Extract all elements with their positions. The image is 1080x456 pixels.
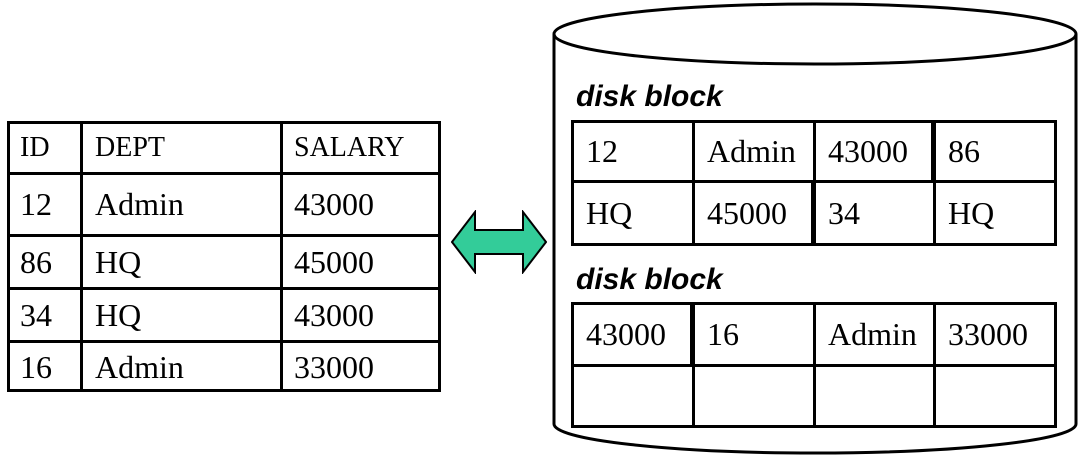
cell-id: 86 <box>10 237 83 287</box>
table-row: 16 Admin 33000 <box>10 343 438 392</box>
relation-table: ID DEPT SALARY 12 Admin 43000 86 HQ 4500… <box>7 121 441 392</box>
record-field: 43000 <box>816 123 936 180</box>
cell-salary: 45000 <box>294 243 374 280</box>
record-field: 34 <box>816 183 936 243</box>
row-divider <box>10 172 438 175</box>
record-field: 16 <box>695 305 816 364</box>
disk-block-row <box>574 367 1054 425</box>
cell-id: 12 <box>10 175 83 234</box>
cell-salary: 33000 <box>294 349 374 385</box>
record-field: Admin <box>816 305 936 364</box>
table-row: 34 HQ 43000 <box>10 290 438 340</box>
table-row: 86 HQ 45000 <box>10 237 438 287</box>
column-header-dept: DEPT <box>83 124 283 172</box>
disk-block-title: disk block <box>576 80 723 113</box>
record-field: HQ <box>574 183 695 243</box>
cell-id: 34 <box>10 290 83 340</box>
cell-salary: 43000 <box>294 296 374 333</box>
row-divider <box>10 287 438 290</box>
disk-block-row: 12 Admin 43000 86 <box>574 123 1054 183</box>
record-field-empty <box>816 367 936 425</box>
table-header-row: ID DEPT SALARY <box>10 124 438 172</box>
record-field: 12 <box>574 123 695 180</box>
disk-block-row: HQ 45000 34 HQ <box>574 183 1054 243</box>
row-divider <box>10 234 438 237</box>
column-header-salary: SALARY <box>294 132 405 163</box>
record-field: 43000 <box>574 305 695 364</box>
record-field-empty <box>695 367 816 425</box>
double-arrow-icon <box>451 210 547 274</box>
cell-dept: HQ <box>83 290 283 340</box>
disk-block: 12 Admin 43000 86 HQ 45000 34 HQ <box>571 120 1057 246</box>
record-field: 86 <box>948 133 980 169</box>
record-field: Admin <box>695 123 816 180</box>
column-header-id: ID <box>10 124 83 172</box>
cell-dept: Admin <box>83 343 283 392</box>
disk-block: 43000 16 Admin 33000 <box>571 302 1057 428</box>
record-field-empty <box>936 367 1054 425</box>
cell-salary: 43000 <box>294 186 374 222</box>
cell-dept: Admin <box>83 175 283 234</box>
disk-block-row: 43000 16 Admin 33000 <box>574 305 1054 367</box>
record-field-empty <box>574 367 695 425</box>
row-divider <box>10 340 438 343</box>
record-field: 33000 <box>948 316 1028 352</box>
cell-dept: HQ <box>83 237 283 287</box>
cell-id: 16 <box>10 343 83 392</box>
table-row: 12 Admin 43000 <box>10 175 438 234</box>
disk-block-title: disk block <box>576 263 723 296</box>
record-field: 45000 <box>695 183 816 243</box>
record-field: HQ <box>948 194 995 231</box>
